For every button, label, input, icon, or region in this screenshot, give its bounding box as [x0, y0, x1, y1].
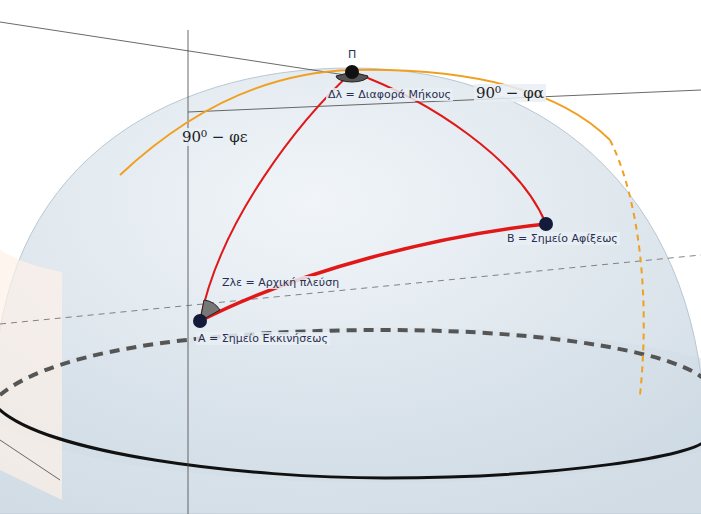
- equator-back: [0, 330, 701, 395]
- arc-length-label: 90⁰ − φα: [474, 84, 546, 102]
- axis-line: [188, 30, 189, 514]
- angle-label: Ζλε = Αρχική πλεύση: [220, 276, 341, 289]
- axis-line: [0, 22, 352, 76]
- meridian-arc-a: [200, 72, 352, 321]
- pole-point: [345, 65, 359, 79]
- prime-meridian-back: [610, 140, 644, 395]
- pole-label: Π: [346, 48, 358, 61]
- axis-line: [0, 440, 60, 480]
- point-label: Α = Σημείο Εκκινήσεως: [196, 332, 330, 345]
- angle-label: Δλ = Διαφορά Μήκους: [326, 88, 453, 101]
- prime-meridian: [120, 70, 610, 175]
- point-label: Β = Σημείο Αφίξεως: [505, 232, 620, 245]
- equator-front: [0, 405, 701, 478]
- great-circle-route: [200, 224, 546, 321]
- arc-length-label: 90⁰ − φε: [180, 128, 249, 146]
- arrival-point: [539, 217, 553, 231]
- horizon-line: [0, 255, 701, 324]
- departure-point: [193, 314, 207, 328]
- hemisphere: [0, 68, 701, 514]
